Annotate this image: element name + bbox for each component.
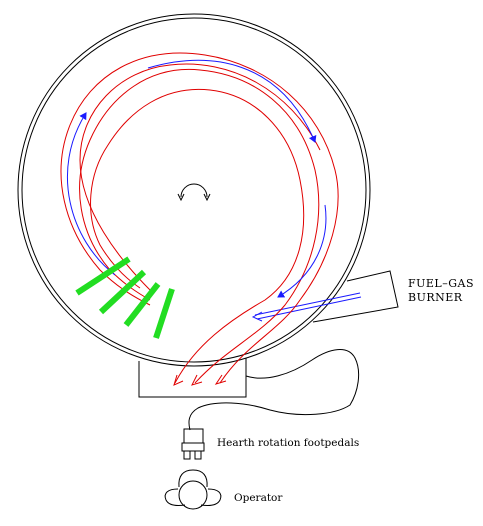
rotation-arrow-icon — [177, 183, 211, 202]
footpedals-label: Hearth rotation footpedals — [217, 437, 359, 449]
flame-path-inner — [90, 88, 305, 384]
fuel-gas-burner — [251, 270, 399, 323]
gas-flow-arrows — [67, 59, 327, 298]
gas-flow-arrow-left — [67, 112, 116, 276]
charge-bar-3 — [123, 282, 161, 327]
gas-flow-arrow-right — [277, 204, 327, 298]
charge-bar-4 — [153, 288, 175, 339]
operator-label: Operator — [234, 492, 283, 504]
flame-path-outer — [60, 52, 339, 384]
footpedal-cable — [188, 349, 360, 431]
footpedal-icon — [181, 428, 205, 460]
burner-label-line1: FUEL–GAS — [408, 277, 474, 290]
burner-label-line2: BURNER — [408, 291, 463, 304]
discharge-chute — [138, 358, 247, 398]
gas-flow-arrow-top — [147, 59, 317, 143]
charge-bars — [75, 256, 175, 339]
flame-paths — [60, 52, 339, 386]
charge-bar-1 — [75, 256, 131, 296]
hearth-outline — [17, 13, 371, 367]
operator-icon — [164, 469, 222, 510]
flame-path-top — [79, 63, 321, 291]
charge-bar-2 — [98, 269, 147, 315]
flame-path-middle — [79, 68, 320, 384]
